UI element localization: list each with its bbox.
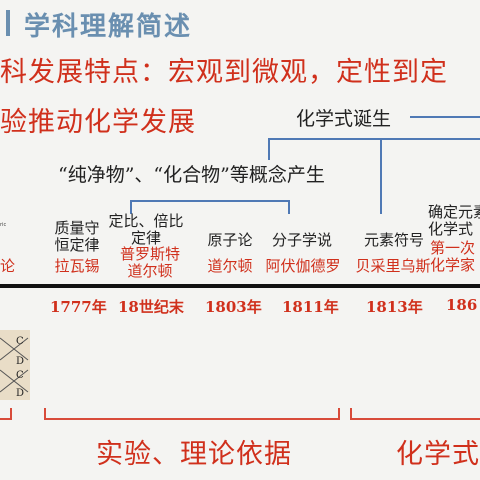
thumb-letter-3: C: [16, 370, 24, 381]
event-name-6-text: 第一次 化学家: [430, 239, 476, 274]
event-year-4: 1811年: [282, 298, 339, 316]
left-brace-stub: [0, 408, 12, 420]
event-name-3: 道尔顿: [207, 257, 253, 275]
thumb-letter-2: D: [16, 356, 25, 367]
formula-bracket-left: [268, 138, 270, 160]
experiment-brace: [44, 408, 340, 420]
event-top-2-text: 定比、倍比 定律: [108, 212, 184, 247]
event-name-0: 论: [0, 257, 16, 275]
headline-line-1: 科发展特点：宏观到微观，定性到定: [0, 57, 448, 88]
event-year-3: 1803年: [205, 298, 262, 316]
event-year-5: 1813年: [366, 298, 423, 316]
event-name-4: 阿伏伽德罗: [265, 257, 341, 275]
event-year-6: 186: [446, 296, 478, 314]
event-top-2: 定比、倍比 定律: [104, 213, 188, 247]
event-top-6: 确定元素 化学式: [428, 204, 480, 238]
tiny-label: ric: [0, 222, 7, 228]
formula-bracket-mid: [380, 138, 382, 214]
event-top-3: 原子论: [207, 231, 253, 249]
event-name-1: 拉瓦锡: [54, 257, 100, 275]
formula-birth-label: 化学式诞生: [296, 108, 392, 130]
event-year-1: 1777年: [50, 298, 107, 316]
formula-brace: [350, 408, 480, 420]
thumbnail-lines: [0, 337, 29, 393]
event-top-1: 质量守 恒定律: [49, 220, 105, 254]
page-title: 学科理解简述: [24, 12, 193, 42]
thumb-letter-1: C: [16, 336, 24, 347]
reaction-thumbnail: C D C D: [0, 330, 30, 400]
event-top-4: 分子学说: [271, 231, 332, 249]
event-year-2: 18世纪末: [118, 298, 184, 316]
event-top-5: 元素符号: [363, 231, 424, 249]
concepts-label: “纯净物”、“化合物”等概念产生: [58, 164, 325, 186]
event-top-1-text: 质量守 恒定律: [54, 219, 100, 254]
header-accent-bar: [6, 10, 10, 36]
event-name-2-text: 普罗斯特 道尔顿: [119, 245, 180, 280]
event-name-2: 普罗斯特 道尔顿: [110, 246, 190, 280]
event-top-6-text: 确定元素 化学式: [428, 203, 480, 238]
formula-bracket-top: [268, 138, 480, 140]
headline-line-2: 验推动化学发展: [0, 107, 196, 138]
event-name-5: 贝采里乌斯: [355, 257, 431, 275]
thumb-letter-4: D: [16, 388, 25, 399]
formula-bracket-arm: [410, 116, 480, 118]
timeline-axis: [0, 284, 480, 288]
concepts-bracket: [130, 200, 290, 214]
event-name-6: 第一次 化学家: [430, 240, 480, 274]
chemical-formula-label: 化学式: [396, 439, 480, 470]
experiment-theory-label: 实验、理论依据: [96, 439, 292, 470]
